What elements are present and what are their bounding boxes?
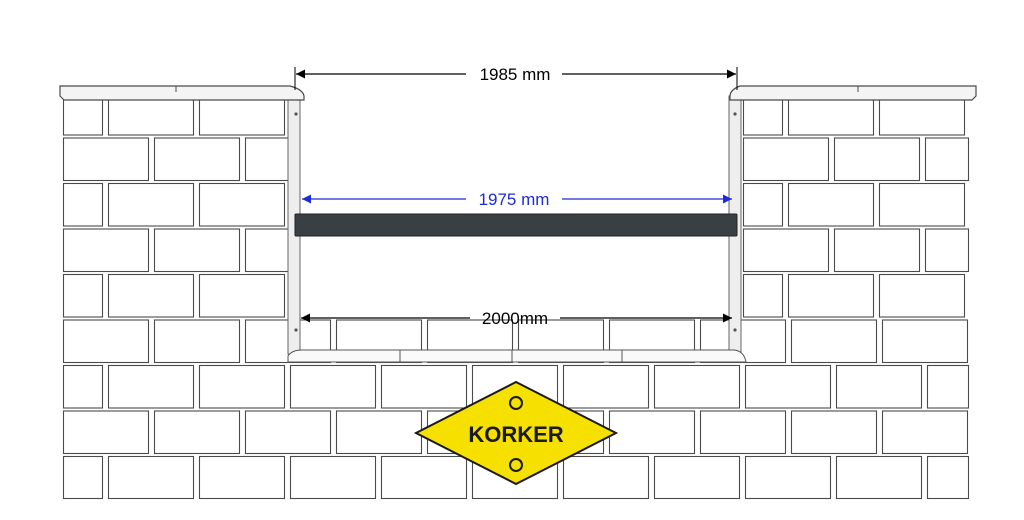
brick [380, 364, 468, 409]
dimension-top: 1985 mm [294, 65, 738, 90]
dimension-middle: 1975 mm [302, 190, 732, 209]
logo-diamond [413, 380, 619, 486]
brick [562, 364, 650, 409]
brick [653, 364, 741, 409]
logo-text: KORKER [468, 422, 563, 447]
brick [289, 364, 377, 409]
brick [153, 137, 241, 182]
brick [833, 228, 921, 273]
brick [924, 228, 970, 273]
brick [335, 410, 423, 455]
brick [198, 364, 286, 409]
brick [289, 455, 377, 500]
brick [744, 364, 832, 409]
brick [62, 319, 150, 364]
brick [744, 455, 832, 500]
sill-coping [287, 349, 747, 363]
brick [653, 455, 741, 500]
brick [926, 364, 970, 409]
brick [153, 228, 241, 273]
brick [562, 455, 650, 500]
brick [833, 137, 921, 182]
brick [153, 410, 241, 455]
dimension-middle-label: 1975 mm [479, 190, 550, 209]
brick [244, 410, 332, 455]
brick [878, 182, 966, 227]
brick [62, 228, 150, 273]
brick [835, 364, 923, 409]
brick [926, 455, 970, 500]
korker-logo: KORKER [413, 380, 619, 486]
dimension-bottom-label: 2000mm [482, 309, 548, 328]
brick [62, 410, 150, 455]
beam [294, 213, 738, 237]
brick [107, 273, 195, 318]
logo-ring-bottom-icon [509, 458, 523, 472]
brick [742, 182, 784, 227]
brick [878, 273, 966, 318]
brick [62, 137, 150, 182]
brick [790, 319, 878, 364]
brick [62, 182, 104, 227]
brick [62, 455, 104, 500]
brick [608, 410, 696, 455]
brick [107, 455, 195, 500]
brick [742, 137, 830, 182]
brick [742, 273, 784, 318]
brick [107, 182, 195, 227]
brick [62, 364, 104, 409]
brick [244, 137, 290, 182]
brick [198, 182, 286, 227]
dimension-bottom: 2000mm [301, 309, 732, 328]
logo-ring-top-icon [509, 396, 523, 410]
brick [62, 273, 104, 318]
brick [198, 455, 286, 500]
brick [787, 182, 875, 227]
brick [835, 455, 923, 500]
brick [787, 273, 875, 318]
right-pier-cap [729, 85, 977, 101]
brick [790, 410, 878, 455]
brick [881, 410, 969, 455]
brick [153, 319, 241, 364]
brick [742, 228, 830, 273]
pier-caps [59, 85, 977, 101]
brick [881, 319, 969, 364]
dimension-top-label: 1985 mm [480, 65, 551, 84]
brick [107, 364, 195, 409]
brick [244, 228, 290, 273]
brick [924, 137, 970, 182]
brick [198, 273, 286, 318]
brick [380, 455, 468, 500]
brick [699, 410, 787, 455]
left-pier-cap [59, 85, 305, 101]
